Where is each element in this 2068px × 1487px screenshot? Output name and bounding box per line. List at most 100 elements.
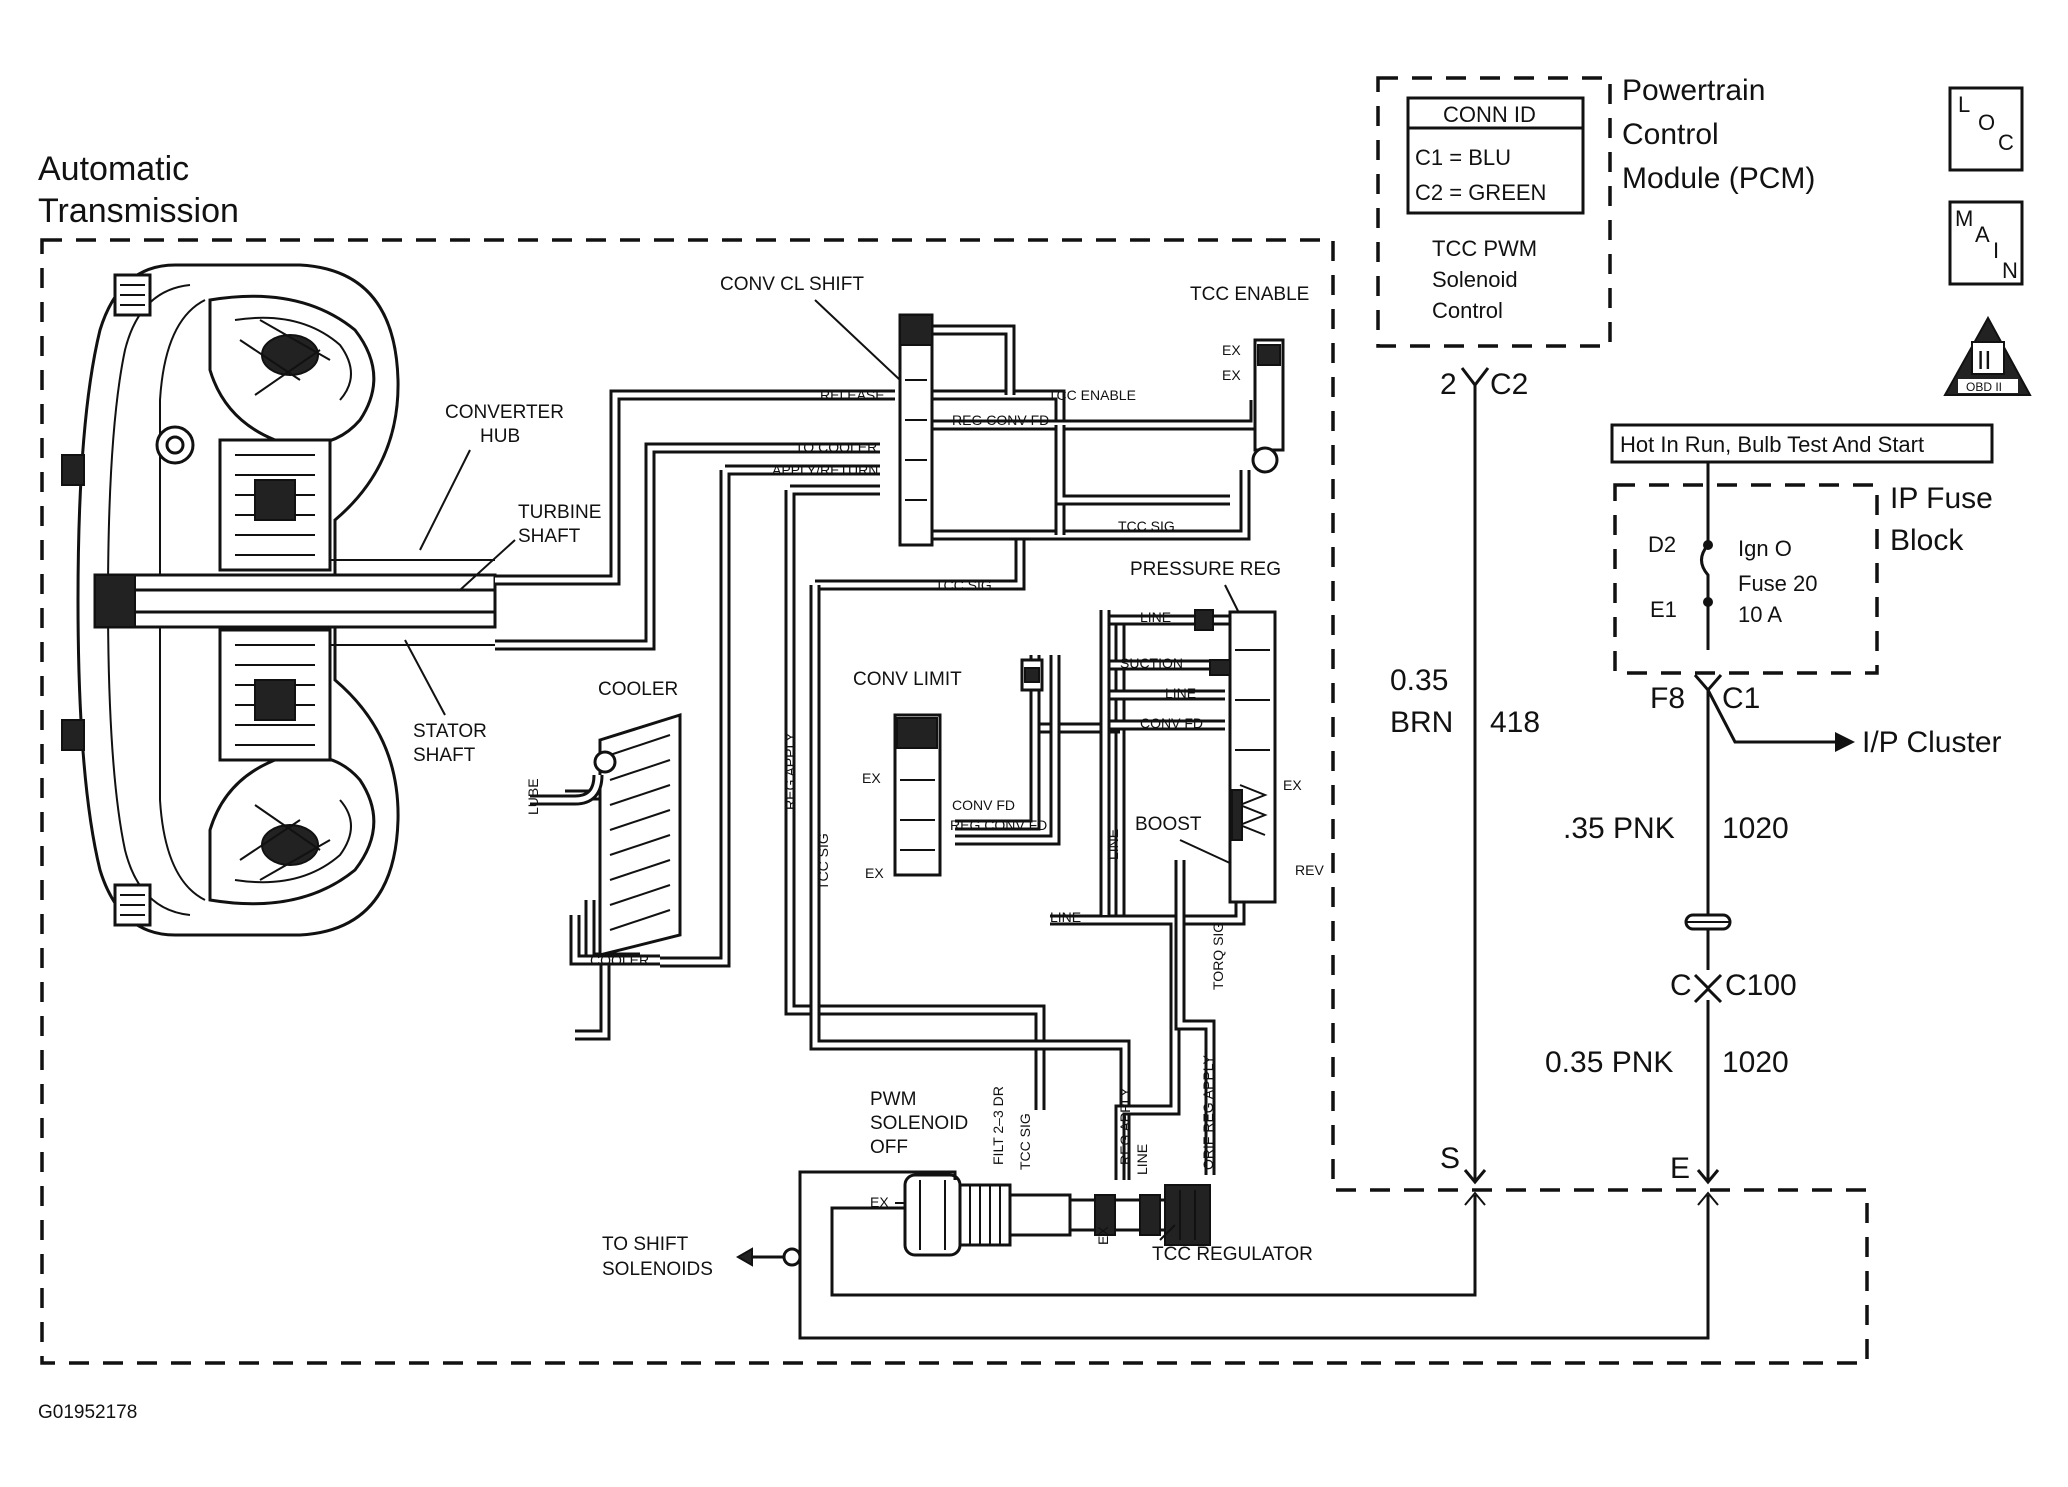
figure-id: G01952178: [38, 1402, 137, 1423]
label-tcc-sig-small: TCC SIG: [1017, 1113, 1033, 1170]
label-to-cooler: TO COOLER: [795, 439, 877, 455]
power-label-box: [1610, 423, 1994, 464]
loc-badge: [1948, 86, 2024, 172]
transmission-boundary: [40, 238, 1869, 1365]
fuse-label-3: 10 A: [1738, 602, 1782, 627]
pcm-title-3: Module (PCM): [1622, 162, 1815, 195]
label-to-shift-2: SOLENOIDS: [602, 1259, 713, 1280]
label-line-small: LINE: [1134, 1144, 1150, 1175]
conn-id-c2: C2 = GREEN: [1415, 180, 1546, 205]
fuse-pin-f8: F8: [1650, 682, 1685, 715]
transmission-title-2: Transmission: [38, 192, 239, 230]
label-conv-fd: CONV FD: [1140, 715, 1203, 731]
fuse-pin-d2: D2: [1648, 532, 1676, 557]
label-reg-apply-small: REG APPLY: [1117, 1087, 1133, 1165]
c100-connector: C100: [1725, 969, 1797, 1002]
label-release-port: RELEASE: [820, 387, 885, 403]
label-stator-shaft-1: STATOR: [413, 721, 487, 742]
obd-text: OBD II: [1966, 380, 2002, 394]
torque-converter: [61, 263, 497, 937]
fuse-pin-e1: E1: [1650, 597, 1677, 622]
label-conv-cl-shift: CONV CL SHIFT: [720, 274, 864, 295]
fuse-label-1: Ign O: [1738, 536, 1792, 561]
hydraulic-passages: [495, 324, 1261, 1180]
loc-c: C: [1998, 130, 2014, 155]
main-i: I: [1993, 238, 1999, 263]
fuse-block: Hot In Run, Bulb Test And Start IP Fuse …: [1610, 423, 2002, 920]
ip-cluster-arrow-icon: [1835, 732, 1855, 752]
label-pressure-reg: PRESSURE REG: [1130, 559, 1281, 580]
circuit-wiring: 0.35 BRN 418 .35 PNK 1020 C C100 0.35 PN…: [1390, 385, 1797, 1185]
main-badge: [1948, 200, 2024, 286]
label-stator-shaft-2: SHAFT: [413, 745, 476, 766]
label-converter-hub-1: CONVERTER: [445, 402, 564, 423]
hydraulic-labels: CONV CL SHIFT RELEASE TO COOLER APPLY/RE…: [720, 274, 1324, 990]
label-torq-sig: TORQ SIG: [1210, 922, 1226, 990]
label-ex-1: EX: [1222, 342, 1241, 358]
wire-pnk2-circuit: 1020: [1722, 1046, 1789, 1079]
main-m: M: [1955, 206, 1973, 231]
label-line-h: LINE: [1050, 909, 1081, 925]
label-reg-apply-v: REG APPLY: [782, 732, 798, 810]
label-converter-hub-2: HUB: [480, 426, 520, 447]
conn-id-table: [1406, 96, 1585, 215]
label-tcc-regulator: TCC REGULATOR: [1152, 1244, 1313, 1265]
label-ex-cl2: EX: [865, 865, 884, 881]
wire-brn-gauge: 0.35: [1390, 664, 1448, 697]
label-apply-return-port: APPLY/RETURN: [772, 462, 878, 478]
label-cooler-port: COOLER: [590, 952, 649, 968]
label-line-v: LINE: [1105, 829, 1121, 860]
fuse-block-title-2: Block: [1890, 524, 1964, 557]
cooler: COOLER LUBE COOLER: [525, 679, 682, 968]
wire-pnk2: 0.35 PNK: [1545, 1046, 1673, 1079]
label-reg-conv-fd-cl: REG CONV FD: [950, 817, 1047, 833]
label-line-2: LINE: [1165, 685, 1196, 701]
wire-pnk1-circuit: 1020: [1722, 812, 1789, 845]
main-n: N: [2002, 258, 2018, 283]
label-boost: BOOST: [1135, 814, 1202, 835]
pcm-title-1: Powertrain: [1622, 74, 1765, 107]
pcm-func-3: Control: [1432, 298, 1503, 323]
label-tcc-sig-v: TCC SIG: [815, 833, 831, 890]
loc-l: L: [1958, 92, 1970, 117]
pcm-func-2: Solenoid: [1432, 267, 1518, 292]
power-label: Hot In Run, Bulb Test And Start: [1620, 432, 1924, 457]
ip-cluster-label: I/P Cluster: [1862, 726, 2002, 759]
label-ex-reg: EX: [1095, 1226, 1111, 1245]
label-tcc-sig-1: TCC SIG: [1118, 518, 1175, 534]
fuse-20-icon: [1700, 500, 1710, 650]
c100-pin: C: [1670, 969, 1692, 1002]
label-filt: FILT 2–3 DR: [990, 1086, 1006, 1165]
label-tcc-sig-2: TCC SIG: [935, 577, 992, 593]
label-tcc-enable-port: TCC ENABLE: [1048, 387, 1136, 403]
label-suction: SUCTION: [1120, 655, 1183, 671]
transmission-title-1: Automatic: [38, 150, 189, 188]
badges: L O C M A I N II OBD II: [1943, 86, 2032, 396]
pin-e: E: [1670, 1152, 1690, 1185]
fuse-connector-c1: C1: [1722, 682, 1760, 715]
label-ex-sol: EX: [870, 1194, 889, 1210]
label-conv-fd-cl: CONV FD: [952, 797, 1015, 813]
label-reg-conv-fd: REG CONV FD: [952, 412, 1049, 428]
fuse-label-2: Fuse 20: [1738, 571, 1818, 596]
pcm-boundary: [1376, 76, 1612, 348]
label-orif-reg-apply: ORIF REG APPLY: [1200, 1054, 1216, 1170]
wire-pnk1: .35 PNK: [1563, 812, 1675, 845]
label-ex-cl1: EX: [862, 770, 881, 786]
transmission-section: Automatic Transmission: [38, 150, 1869, 1365]
label-turbine-shaft-2: SHAFT: [518, 526, 581, 547]
pwm-solenoid: PWM SOLENOID OFF EX EX FILT 2–3 DR TCC S…: [602, 1054, 1313, 1280]
valves: [893, 313, 1285, 904]
pin-s: S: [1440, 1142, 1460, 1175]
conn-id-c1: C1 = BLU: [1415, 145, 1511, 170]
wire-brn-circuit: 418: [1490, 706, 1540, 739]
label-tcc-enable-top: TCC ENABLE: [1190, 284, 1309, 305]
wire-brn-color: BRN: [1390, 706, 1453, 739]
fuse-block-boundary: [1613, 483, 1879, 675]
obd-numeral: II: [1977, 345, 1991, 375]
label-pwm-2: SOLENOID: [870, 1113, 968, 1134]
label-pwm-1: PWM: [870, 1089, 916, 1110]
label-line-1: LINE: [1140, 609, 1171, 625]
loc-o: O: [1978, 110, 1995, 135]
